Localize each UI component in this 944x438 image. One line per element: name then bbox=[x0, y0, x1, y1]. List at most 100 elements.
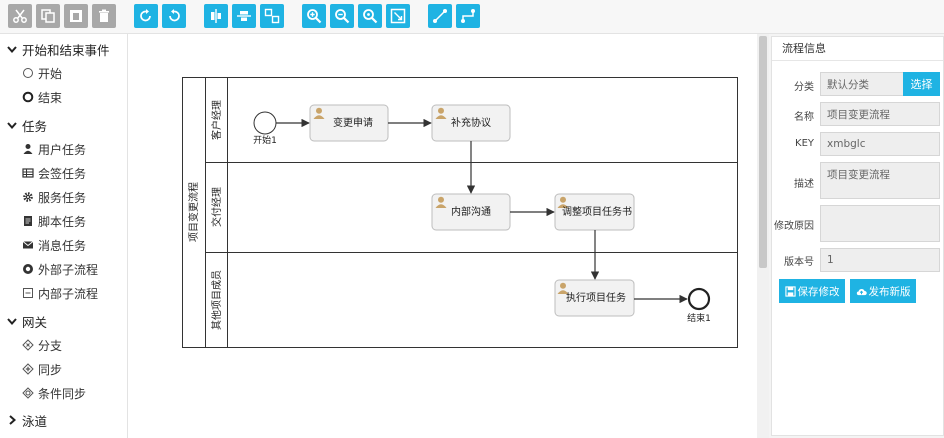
name-field[interactable]: 项目变更流程 bbox=[820, 102, 940, 126]
save-changes-button[interactable]: 保存修改 bbox=[779, 279, 845, 303]
palette-item-label: 条件同步 bbox=[38, 386, 87, 401]
elbow-connector-button[interactable] bbox=[456, 4, 480, 28]
description-textarea[interactable]: 项目变更流程 bbox=[820, 162, 940, 199]
palette-item-sync[interactable]: 同步 bbox=[22, 358, 62, 380]
gear-icon bbox=[22, 191, 34, 203]
diagram-canvas[interactable]: 项目变更流程 客户经理 交付经理 其他项目成员 开始1 结束1 bbox=[129, 34, 757, 438]
save-changes-label: 保存修改 bbox=[797, 285, 840, 298]
palette-group-start-end[interactable]: 开始和结束事件 bbox=[6, 38, 110, 60]
straight-connector-button[interactable] bbox=[428, 4, 452, 28]
palette-item-service-task[interactable]: 服务任务 bbox=[22, 186, 86, 208]
palette-item-label: 外部子流程 bbox=[38, 262, 99, 277]
palette-item-script-task[interactable]: 脚本任务 bbox=[22, 210, 86, 232]
process-diagram[interactable]: 项目变更流程 客户经理 交付经理 其他项目成员 开始1 结束1 bbox=[129, 34, 757, 438]
select-category-button[interactable]: 选择 bbox=[903, 72, 940, 96]
envelope-icon bbox=[22, 239, 34, 251]
end-event[interactable] bbox=[687, 287, 711, 311]
cut-button[interactable] bbox=[8, 4, 32, 28]
zoom-out-button[interactable] bbox=[330, 4, 354, 28]
palette-item-label: 脚本任务 bbox=[38, 214, 87, 229]
scrollbar-thumb[interactable] bbox=[759, 36, 767, 268]
copy-button[interactable] bbox=[36, 4, 60, 28]
start-event-label: 开始1 bbox=[253, 134, 277, 146]
name-label: 名称 bbox=[794, 112, 814, 123]
category-field[interactable]: 默认分类 bbox=[820, 72, 904, 96]
lane-customer-manager[interactable]: 客户经理 bbox=[205, 77, 228, 163]
properties-panel: 流程信息 分类 默认分类 选择 名称 项目变更流程 KEY xmbglc 描述 … bbox=[771, 36, 944, 436]
redo-button[interactable] bbox=[134, 4, 158, 28]
paste-icon bbox=[70, 10, 82, 22]
palette-item-external-subprocess[interactable]: 外部子流程 bbox=[22, 258, 98, 280]
task-label: 补充协议 bbox=[451, 116, 491, 129]
task-internal-communication[interactable]: 内部沟通 bbox=[431, 193, 511, 231]
undo-button[interactable] bbox=[162, 4, 186, 28]
reason-textarea[interactable] bbox=[820, 205, 940, 242]
reason-label: 修改原因 bbox=[774, 221, 814, 232]
canvas-scrollbar[interactable] bbox=[757, 34, 769, 438]
task-label: 变更申请 bbox=[333, 116, 373, 129]
chevron-down-icon bbox=[6, 315, 18, 327]
paste-button[interactable] bbox=[64, 4, 88, 28]
start-event[interactable] bbox=[253, 111, 277, 135]
fit-window-icon bbox=[390, 8, 406, 24]
task-supplementary-agreement[interactable]: 补充协议 bbox=[431, 104, 511, 142]
chevron-right-icon bbox=[6, 414, 18, 426]
resize-icon bbox=[264, 8, 280, 24]
save-icon bbox=[784, 285, 796, 297]
minus-square-icon bbox=[22, 287, 34, 299]
sequence-flows[interactable] bbox=[276, 118, 688, 304]
fit-window-button[interactable] bbox=[386, 4, 410, 28]
zoom-actual-icon bbox=[363, 9, 378, 24]
chevron-down-icon bbox=[6, 119, 18, 131]
align-horizontal-icon bbox=[211, 9, 221, 23]
palette-item-start[interactable]: 开始 bbox=[22, 62, 62, 84]
zoom-out-icon bbox=[335, 9, 350, 24]
palette-item-label: 消息任务 bbox=[38, 238, 87, 253]
publish-version-button[interactable]: 发布新版 bbox=[850, 279, 916, 303]
palette-item-end[interactable]: 结束 bbox=[22, 86, 62, 108]
zoom-actual-button[interactable] bbox=[358, 4, 382, 28]
task-adjust-task-book[interactable]: 调整项目任务书 bbox=[554, 193, 635, 231]
lane-other-members[interactable]: 其他项目成员 bbox=[205, 252, 738, 348]
delete-button[interactable] bbox=[92, 4, 116, 28]
task-label: 内部沟通 bbox=[451, 205, 491, 218]
palette-item-branch[interactable]: 分支 bbox=[22, 334, 62, 356]
align-vertical-button[interactable] bbox=[232, 4, 256, 28]
circle-outline-icon bbox=[22, 67, 34, 79]
properties-sidebar: 流程信息 分类 默认分类 选择 名称 项目变更流程 KEY xmbglc 描述 … bbox=[769, 34, 944, 438]
palette-item-label: 服务任务 bbox=[38, 190, 87, 205]
palette-item-label: 会签任务 bbox=[38, 166, 87, 181]
scissors-icon bbox=[13, 9, 27, 23]
palette-group-lane[interactable]: 泳道 bbox=[6, 409, 47, 431]
copy-icon bbox=[41, 9, 55, 23]
chevron-down-icon bbox=[6, 43, 18, 55]
circle-bold-icon bbox=[22, 91, 34, 103]
lane-label: 客户经理 bbox=[210, 100, 223, 140]
align-horizontal-button[interactable] bbox=[204, 4, 228, 28]
redo-icon bbox=[140, 9, 151, 22]
palette-item-label: 同步 bbox=[38, 362, 63, 377]
category-label: 分类 bbox=[794, 82, 814, 93]
task-execute-project-task[interactable]: 执行项目任务 bbox=[554, 279, 635, 317]
palette-group-gateway[interactable]: 网关 bbox=[6, 310, 47, 332]
lane-label: 交付经理 bbox=[210, 187, 223, 227]
palette-item-message-task[interactable]: 消息任务 bbox=[22, 234, 86, 256]
palette-item-countersign-task[interactable]: 会签任务 bbox=[22, 162, 86, 184]
palette-item-label: 用户任务 bbox=[38, 142, 87, 157]
palette-group-label: 网关 bbox=[22, 314, 48, 330]
version-label: 版本号 bbox=[784, 257, 814, 268]
palette-item-internal-subprocess[interactable]: 内部子流程 bbox=[22, 282, 98, 304]
task-change-request[interactable]: 变更申请 bbox=[309, 104, 389, 142]
document-icon bbox=[22, 215, 34, 227]
version-field[interactable]: 1 bbox=[820, 248, 940, 272]
palette-group-task[interactable]: 任务 bbox=[6, 114, 47, 136]
key-field[interactable]: xmbglc bbox=[820, 132, 940, 156]
task-label: 调整项目任务书 bbox=[562, 205, 632, 218]
trash-icon bbox=[99, 9, 109, 22]
palette-item-user-task[interactable]: 用户任务 bbox=[22, 138, 86, 160]
zoom-in-icon bbox=[307, 9, 322, 24]
palette-item-label: 内部子流程 bbox=[38, 286, 99, 301]
zoom-in-button[interactable] bbox=[302, 4, 326, 28]
same-size-button[interactable] bbox=[260, 4, 284, 28]
palette-item-conditional-sync[interactable]: 条件同步 bbox=[22, 382, 86, 404]
